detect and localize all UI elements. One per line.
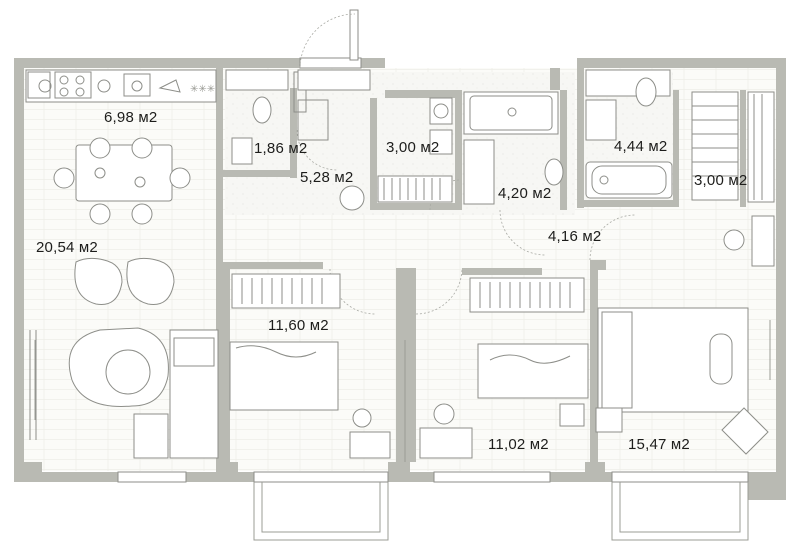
area-corridor: 4,16 м2 <box>548 228 602 245</box>
area-wardrobe: 3,00 м2 <box>694 172 748 189</box>
area-hall: 5,28 м2 <box>300 169 354 186</box>
area-storage: 3,00 м2 <box>386 139 440 156</box>
storage-shelves <box>377 97 453 203</box>
area-bedroom1: 11,60 м2 <box>268 317 329 334</box>
area-bath2: 4,44 м2 <box>614 138 668 155</box>
windows <box>117 9 749 541</box>
area-living: 20,54 м2 <box>36 239 98 256</box>
dining-set <box>53 137 191 225</box>
wardrobe-shelves <box>691 91 775 203</box>
area-bedroom2: 11,02 м2 <box>488 436 549 453</box>
bedroom2-furniture <box>419 277 589 459</box>
bath2-fixtures <box>585 69 673 199</box>
bedroom3-furniture <box>595 215 775 455</box>
area-bedroom3: 15,47 м2 <box>628 436 690 453</box>
wc-fixtures <box>225 69 307 165</box>
bath1-fixtures <box>463 91 564 205</box>
living-furniture <box>29 257 219 459</box>
area-wc: 1,86 м2 <box>254 140 308 157</box>
kitchen-furniture: ✳✳✳ <box>25 69 217 103</box>
exterior-walls <box>14 58 786 500</box>
hall-fixtures <box>297 69 371 211</box>
area-kitchen: 6,98 м2 <box>104 109 158 126</box>
area-bath1: 4,20 м2 <box>498 185 552 202</box>
interior-walls <box>216 68 746 462</box>
svg-text:✳✳✳: ✳✳✳ <box>190 84 215 95</box>
bedroom1-furniture <box>229 273 391 459</box>
